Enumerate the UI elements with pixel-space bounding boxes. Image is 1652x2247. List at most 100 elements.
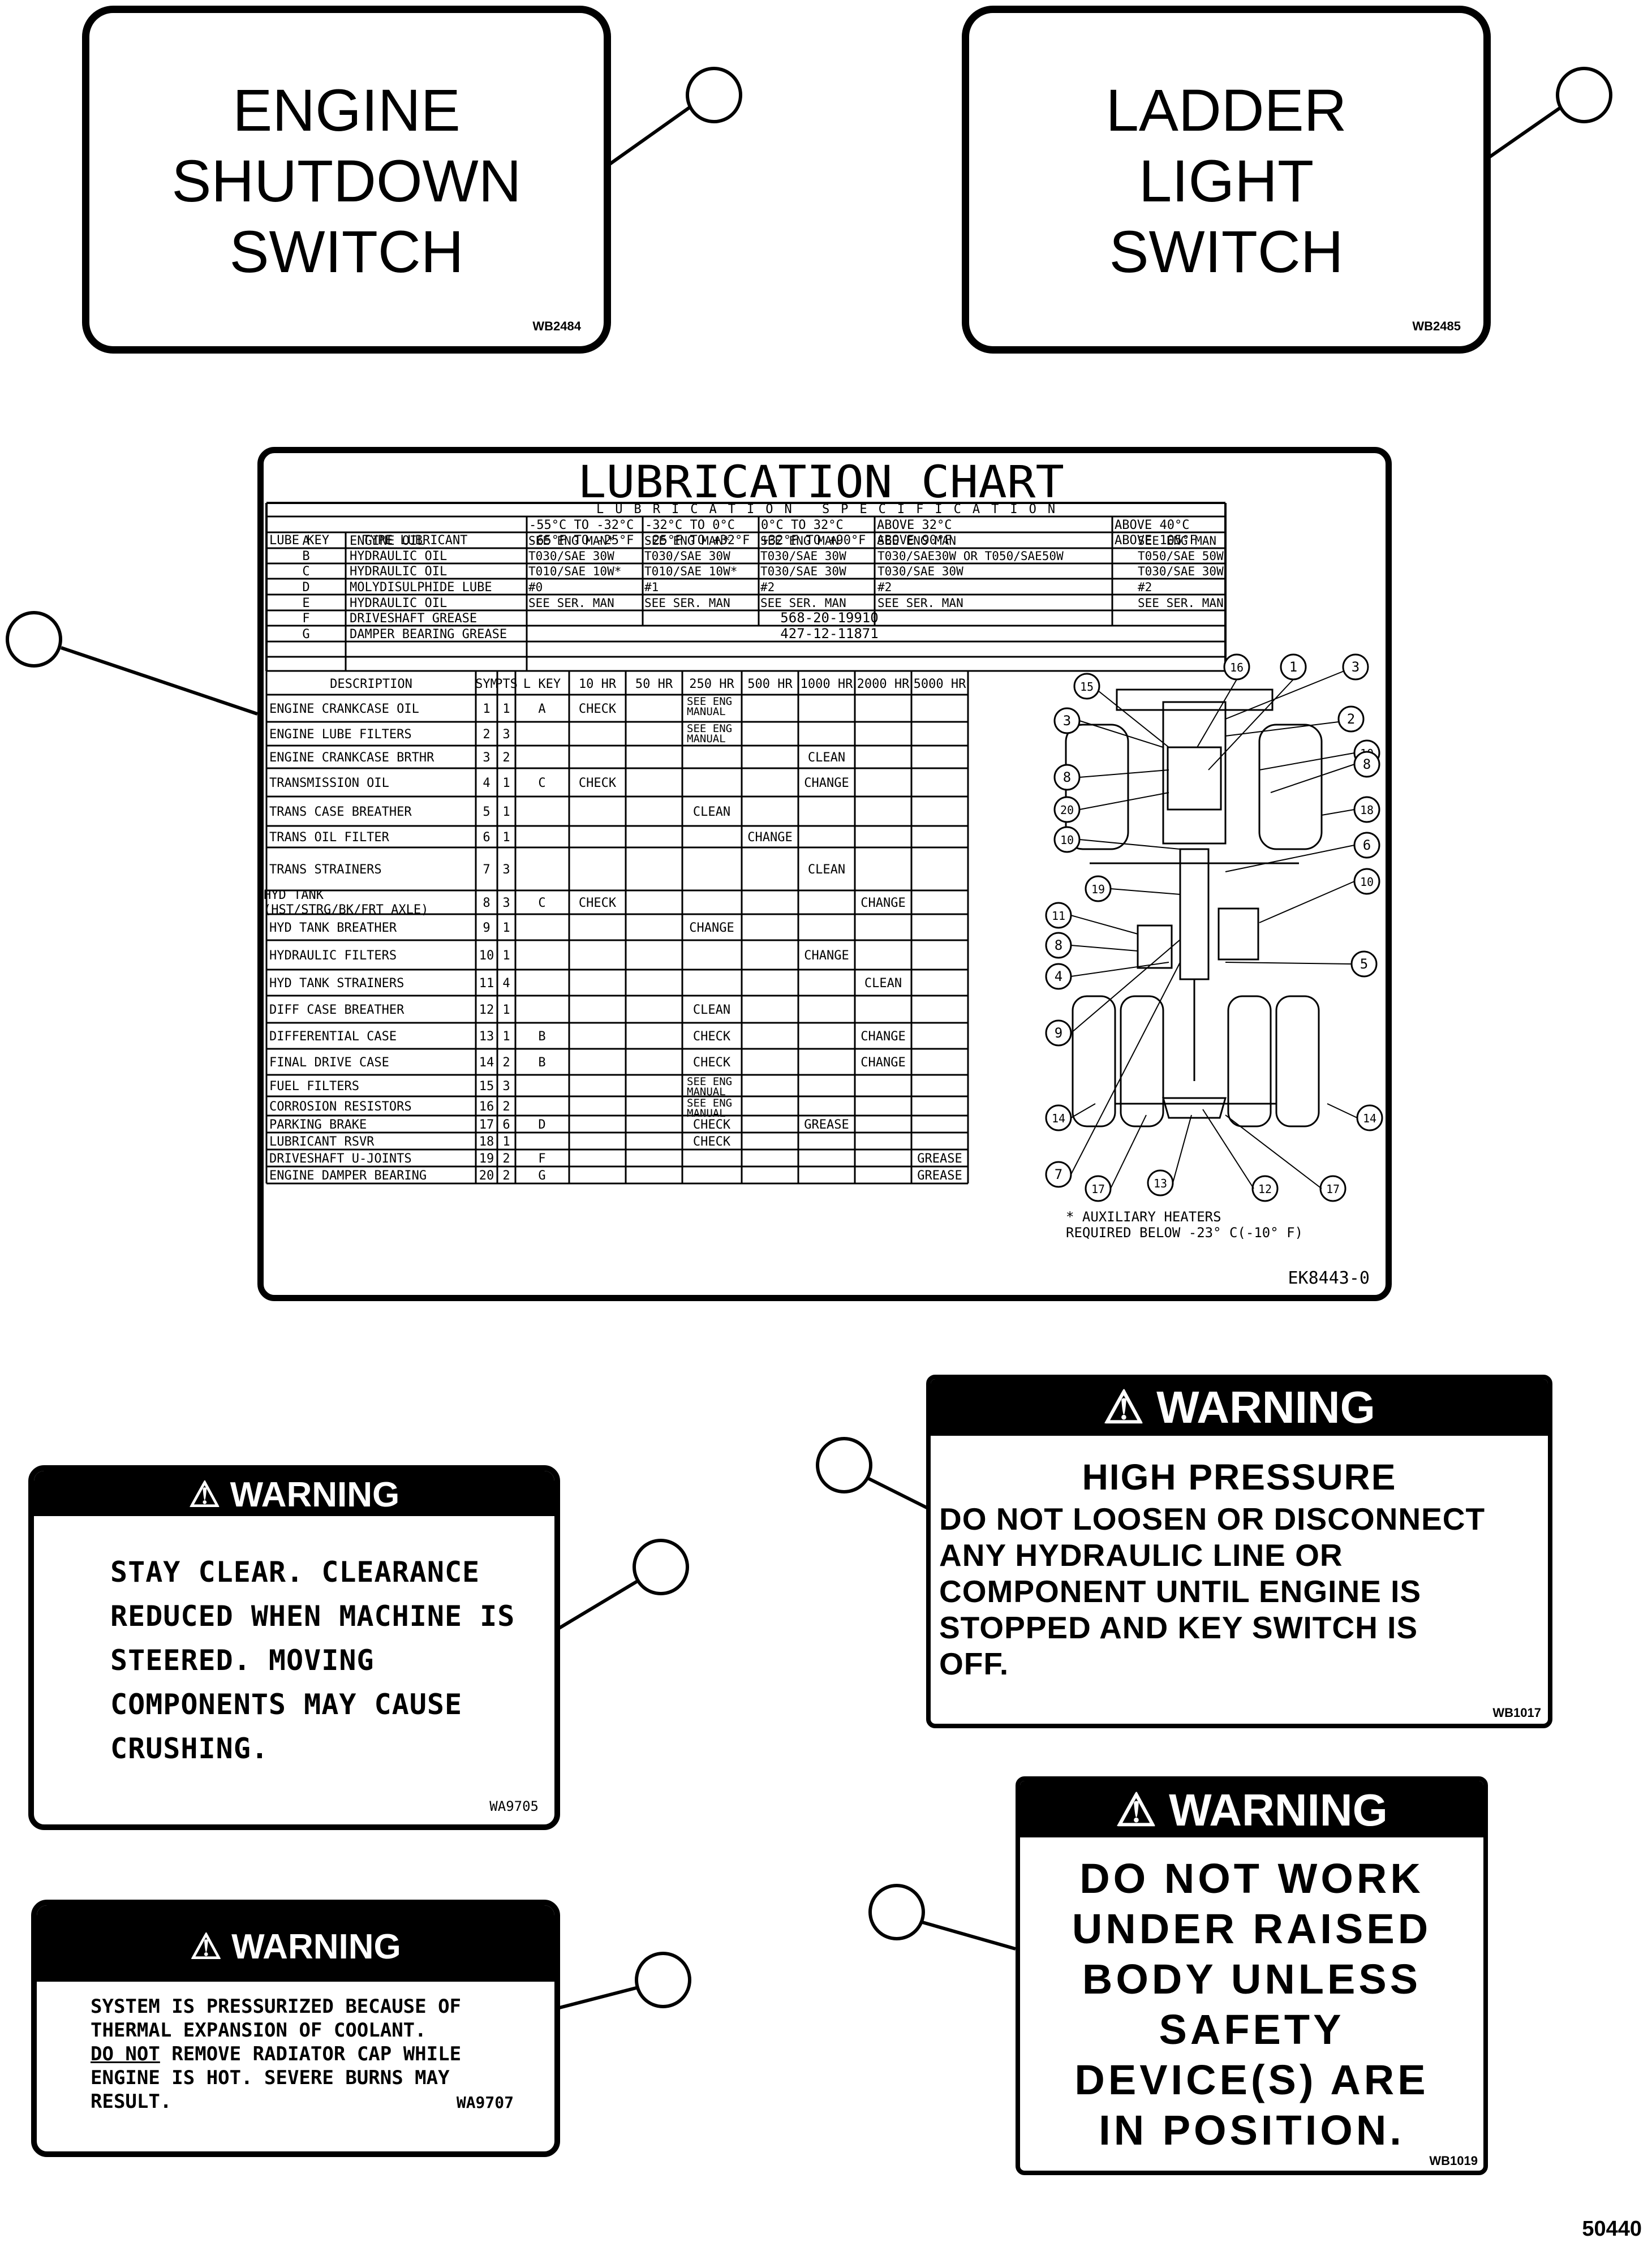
diagram-callout-number: 12	[1258, 1182, 1272, 1196]
engine-line-2: SHUTDOWN	[171, 148, 522, 214]
maint-interval: CLEAN	[693, 805, 730, 819]
maint-header: 1000 HR	[801, 677, 853, 691]
maint-sym: 2	[483, 728, 490, 742]
raised-body-header-text: WARNING	[1169, 1785, 1388, 1835]
maint-pts: 4	[502, 976, 510, 991]
spec-value: T030/SAE 30W	[644, 549, 730, 563]
spec-value: #0	[528, 580, 543, 594]
diagram-leader	[1225, 962, 1352, 965]
maint-interval: CHANGE	[861, 896, 905, 910]
high-pressure-header-text: WARNING	[1156, 1382, 1375, 1432]
diagram-callout-circle	[1251, 1175, 1279, 1202]
spec-part-number: 568-20-19910	[780, 610, 878, 626]
maint-sym: 7	[483, 863, 490, 877]
diagram-callout-number: 16	[1230, 661, 1244, 674]
maint-header: 500 HR	[747, 677, 793, 691]
leader-line-clearance	[556, 1577, 643, 1631]
clearance-body: STAY CLEAR. CLEARANCE REDUCED WHEN MACHI…	[110, 1556, 515, 1765]
diagram-rear-tire-1	[1072, 995, 1116, 1127]
spec-value: T010/SAE 10W*	[528, 565, 621, 578]
lubrication-chart-decal: LUBRICATION CHART LUBRICATION SPECIFICAT…	[257, 447, 1392, 1301]
leader-line-high-pressure	[863, 1475, 933, 1512]
maint-description: FINAL DRIVE CASE	[269, 1056, 389, 1070]
coolant-header: ⚠ WARNING	[37, 1905, 554, 1982]
high-pressure-warning: ⚠ WARNING HIGH PRESSURE DO NOT LOOSEN OR…	[926, 1375, 1552, 1728]
diagram-leader	[1110, 1114, 1147, 1189]
maint-sym: 9	[483, 921, 490, 935]
maint-lube-key: G	[538, 1169, 545, 1183]
maint-sym: 12	[479, 1003, 494, 1017]
diagram-leader	[1327, 1103, 1358, 1118]
spec-key: F	[302, 612, 309, 626]
leader-line-lube	[61, 646, 258, 716]
maint-pts: 3	[502, 1079, 510, 1094]
diagram-callout-number: 1	[1289, 659, 1297, 675]
diagram-callout-number: 17	[1091, 1182, 1105, 1196]
diagram-callout-circle	[1073, 673, 1100, 700]
diagram-rear-tire-4	[1275, 995, 1320, 1127]
spec-type: DRIVESHAFT GREASE	[350, 612, 477, 626]
diagram-leader	[1225, 1114, 1322, 1189]
maint-pts: 2	[502, 1169, 510, 1183]
maint-pts: 1	[502, 1030, 510, 1044]
maint-pts: 6	[502, 1118, 510, 1132]
spec-value: #1	[644, 580, 659, 594]
maint-sym: 15	[479, 1079, 494, 1094]
maint-description: DIFFERENTIAL CASE	[269, 1030, 397, 1044]
spec-value: #2	[1138, 580, 1152, 594]
diagram-callout-number: 20	[1060, 803, 1074, 817]
maint-pts: 3	[502, 863, 510, 877]
maint-header: L KEY	[523, 677, 561, 691]
maint-interval: CHANGE	[747, 830, 792, 845]
leader-line-coolant	[557, 1984, 646, 2010]
diagram-leader	[1070, 962, 1181, 1175]
spec-type: HYDRAULIC OIL	[350, 549, 447, 563]
diagram-transmission	[1179, 848, 1210, 980]
spec-value: T030/SAE30W OR T050/SAE50W	[877, 549, 1064, 563]
raised-body-header: ⚠ WARNING	[1020, 1781, 1483, 1837]
diagram-leader	[1070, 962, 1169, 977]
spec-value: SEE ENG MAN*	[644, 534, 730, 548]
raised-body-body: DO NOT WORK UNDER RAISED BODY UNLESS SAF…	[1072, 1855, 1432, 2154]
maint-description: DIFF CASE BREATHER	[269, 1003, 405, 1017]
maint-sym: 4	[483, 776, 490, 790]
clearance-header-text: WARNING	[230, 1475, 400, 1514]
spec-value: T030/SAE 30W	[760, 565, 846, 578]
raised-body-warning: ⚠ WARNING DO NOT WORK UNDER RAISED BODY …	[1016, 1776, 1488, 2175]
diagram-callout-number: 3	[1063, 713, 1071, 729]
high-pressure-header: ⚠ WARNING	[931, 1379, 1548, 1436]
maint-description: HYD TANK BREATHER	[269, 921, 397, 935]
spec-value: SEE SER. MAN	[644, 596, 730, 610]
maint-pts: 2	[502, 751, 510, 765]
temp-f-label: ABOVE 90°F	[877, 533, 952, 548]
maint-interval: CHECK	[693, 1135, 731, 1149]
diagram-callout-number: 10	[1060, 833, 1074, 847]
diagram-callout-number: 8	[1363, 756, 1371, 772]
maint-interval: GREASE	[917, 1169, 962, 1183]
maint-description: (HST/STRG/BK/FRT AXLE)	[264, 903, 428, 917]
maint-lube-key: F	[538, 1152, 545, 1166]
spec-key: C	[302, 565, 309, 579]
lube-footnote-line-1: * AUXILIARY HEATERS	[1066, 1209, 1221, 1225]
diagram-callout-number: 19	[1091, 883, 1105, 896]
maint-interval: CLEAN	[808, 751, 845, 765]
diagram-callout-number: 14	[1052, 1112, 1065, 1125]
diagram-callout-circle	[1337, 705, 1365, 733]
maint-description: TRANS STRAINERS	[269, 863, 382, 877]
maint-description: CORROSION RESISTORS	[269, 1100, 412, 1114]
callout-circle-lube	[6, 611, 62, 668]
maint-description: FUEL FILTERS	[269, 1079, 359, 1094]
high-pressure-code: WB1017	[1492, 1706, 1541, 1720]
diagram-leader	[1259, 752, 1355, 770]
spec-value: #2	[877, 580, 892, 594]
maint-interval: SEE ENG	[687, 722, 732, 735]
maint-interval: GREASE	[804, 1118, 849, 1132]
maint-header: SYM	[475, 677, 498, 691]
lube-key-header: LUBE KEY	[269, 533, 329, 548]
leader-line-engine	[607, 101, 697, 167]
engine-shutdown-text: ENGINE SHUTDOWN SWITCH	[89, 75, 604, 287]
callout-circle-high-pressure	[816, 1437, 872, 1493]
diagram-callout-circle	[1319, 1175, 1346, 1202]
lubrication-chart: LUBRICATION CHART LUBRICATION SPECIFICAT…	[264, 457, 1383, 1288]
high-pressure-body: DO NOT LOOSEN OR DISCONNECT ANY HYDRAULI…	[939, 1501, 1486, 1681]
